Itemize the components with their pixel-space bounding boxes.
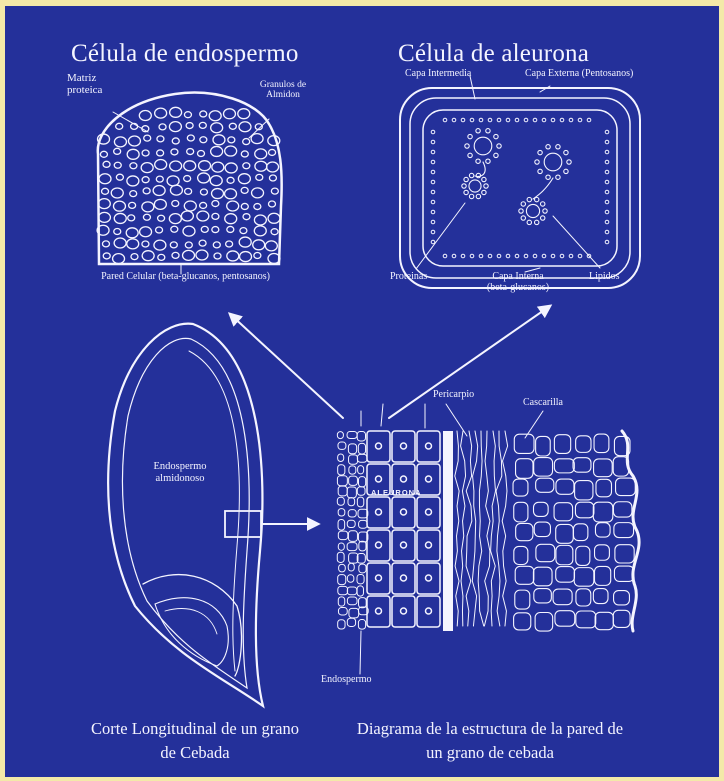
endosperm-cell-title: Célula de endospermo — [71, 40, 299, 68]
endosperm-cell-drawing — [97, 93, 282, 274]
arrow-to-endosperm-cell — [230, 314, 343, 418]
label-husk: Cascarilla — [523, 397, 563, 408]
caption-wall-structure: Diagrama de la estructura de la pared de… — [355, 717, 625, 765]
label-cell-wall: Pared Celular (beta-glucanos, pentosanos… — [98, 271, 273, 282]
label-proteins: Proteinas — [390, 271, 427, 282]
label-external-layer: Capa Externa (Pentosanos) — [525, 68, 633, 79]
label-starch-granules: Granulos de Almidon — [253, 80, 313, 101]
diagram-panel: Célula de endospermo Célula de aleurona … — [5, 6, 719, 777]
aleurone-cell-title: Célula de aleurona — [398, 40, 589, 68]
label-starchy-endosperm: Endospermo almidonoso — [143, 461, 217, 484]
label-protein-matrix: Matriz proteica — [67, 72, 113, 96]
label-intermediate-layer: Capa Intermedia — [405, 68, 471, 79]
aleurone-cell-drawing — [400, 76, 640, 288]
barley-grain-drawing — [108, 324, 263, 706]
diagram-artwork — [5, 6, 719, 777]
caption-longitudinal-section: Corte Longitudinal de un grano de Cebada — [90, 717, 300, 765]
wall-structure-drawing — [337, 404, 639, 674]
label-lipids: Lipidos — [589, 271, 620, 282]
label-aleurone-layer: ALEURONA — [371, 489, 422, 497]
label-internal-layer: Capa Interna (beta-glucanos) — [483, 271, 553, 293]
label-endosperm: Endospermo — [321, 674, 372, 685]
label-pericarp: Pericarpio — [433, 389, 474, 400]
